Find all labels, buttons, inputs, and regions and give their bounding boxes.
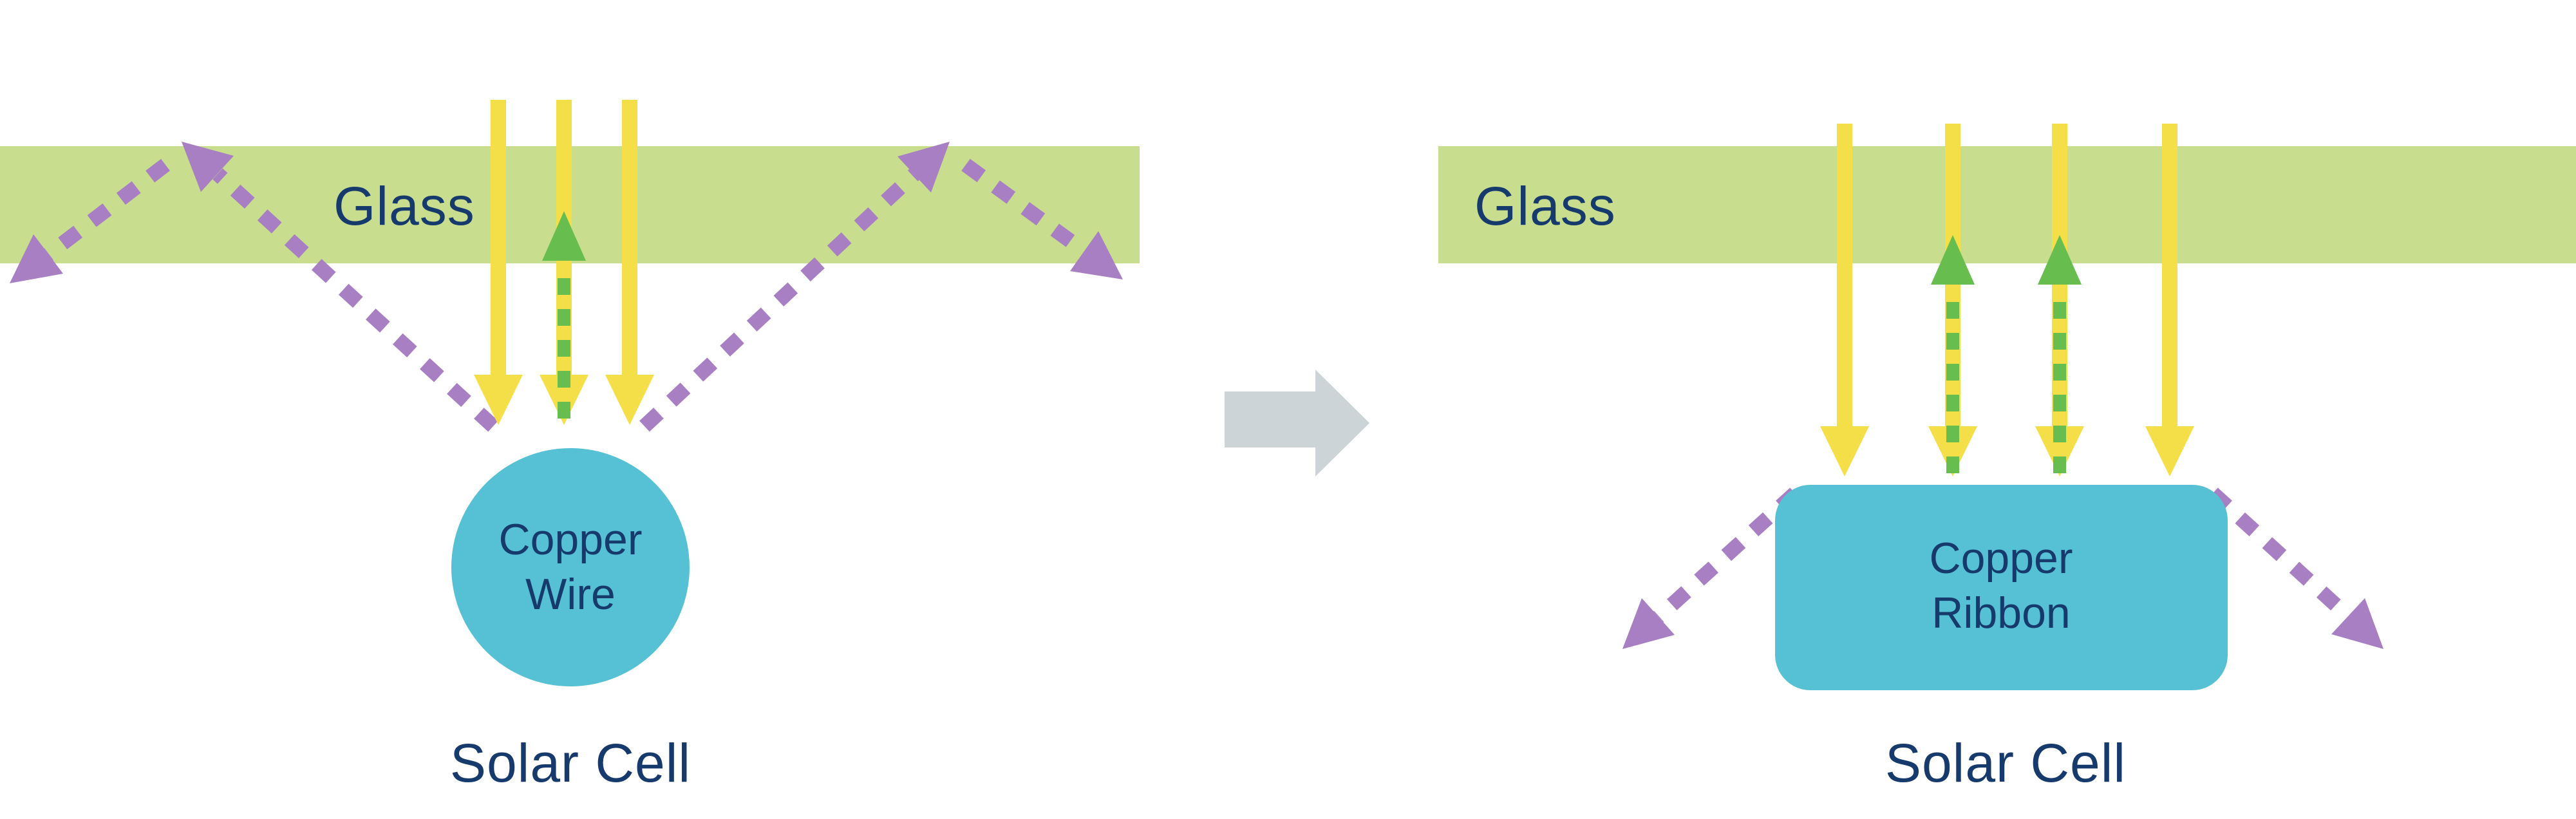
copper-wire-label: Copper Wire — [498, 515, 643, 619]
incident-arrow-head-icon — [1820, 426, 1869, 476]
scattered-ray-line — [1653, 487, 1800, 623]
incident-light-arrow — [1820, 124, 1869, 476]
incident-arrow-head-icon — [605, 375, 654, 425]
incident-arrow-head-icon — [540, 375, 588, 425]
right-glass-band — [1438, 146, 2576, 263]
scattered-ray-line — [2208, 487, 2353, 622]
reflected-light-arrow — [542, 211, 586, 419]
scattered-light-ray-right-exit — [961, 158, 1123, 279]
incident-light-arrow — [2145, 124, 2194, 476]
incident-arrow-head-icon — [474, 375, 523, 425]
incident-arrow-head-icon — [1928, 426, 1977, 476]
scattered-ray-line — [44, 158, 170, 261]
scattered-ray-arrowhead-icon — [1070, 231, 1123, 279]
incident-light-arrow — [474, 100, 523, 425]
reflected-light-arrow — [2038, 235, 2082, 473]
scattered-ray-line — [639, 169, 919, 432]
scattered-ray-arrowhead-icon — [898, 142, 950, 193]
incident-light-arrow — [605, 100, 654, 425]
reflected-light-arrow — [1931, 235, 1975, 473]
reflected-arrow-head-icon — [1931, 235, 1975, 285]
scattered-ray-arrowhead-icon — [2331, 598, 2383, 649]
copper-ribbon-label: Copper Ribbon — [1929, 534, 2073, 637]
copper-ribbon-shape — [1775, 485, 2228, 690]
scattered-ray-arrowhead-icon — [182, 142, 234, 192]
scattered-ray-line — [961, 158, 1089, 258]
scattered-light-ray-left-exit — [1622, 487, 1800, 649]
reflected-arrow-head-icon — [542, 211, 586, 261]
glass-label-left: Glass — [334, 176, 475, 236]
reflected-arrow-head-icon — [2038, 235, 2082, 285]
scattered-light-ray-left-up — [182, 142, 498, 432]
scattered-ray-arrowhead-icon — [10, 234, 63, 283]
solar-cell-label-right: Solar Cell — [1885, 733, 2127, 793]
transform-arrow-icon — [1225, 370, 1369, 476]
copper-wire-shape — [451, 448, 690, 686]
scattered-light-ray-right-exit — [2208, 487, 2383, 649]
scattered-ray-line — [212, 168, 498, 432]
scattered-light-ray-left-exit — [10, 158, 170, 283]
glass-label-right: Glass — [1474, 176, 1616, 236]
scattered-light-ray-right-up — [639, 142, 950, 432]
solar-cell-label-left: Solar Cell — [449, 733, 691, 793]
incident-arrow-head-icon — [2035, 426, 2084, 476]
scattered-ray-arrowhead-icon — [1622, 598, 1675, 649]
incident-arrow-head-icon — [2145, 426, 2194, 476]
